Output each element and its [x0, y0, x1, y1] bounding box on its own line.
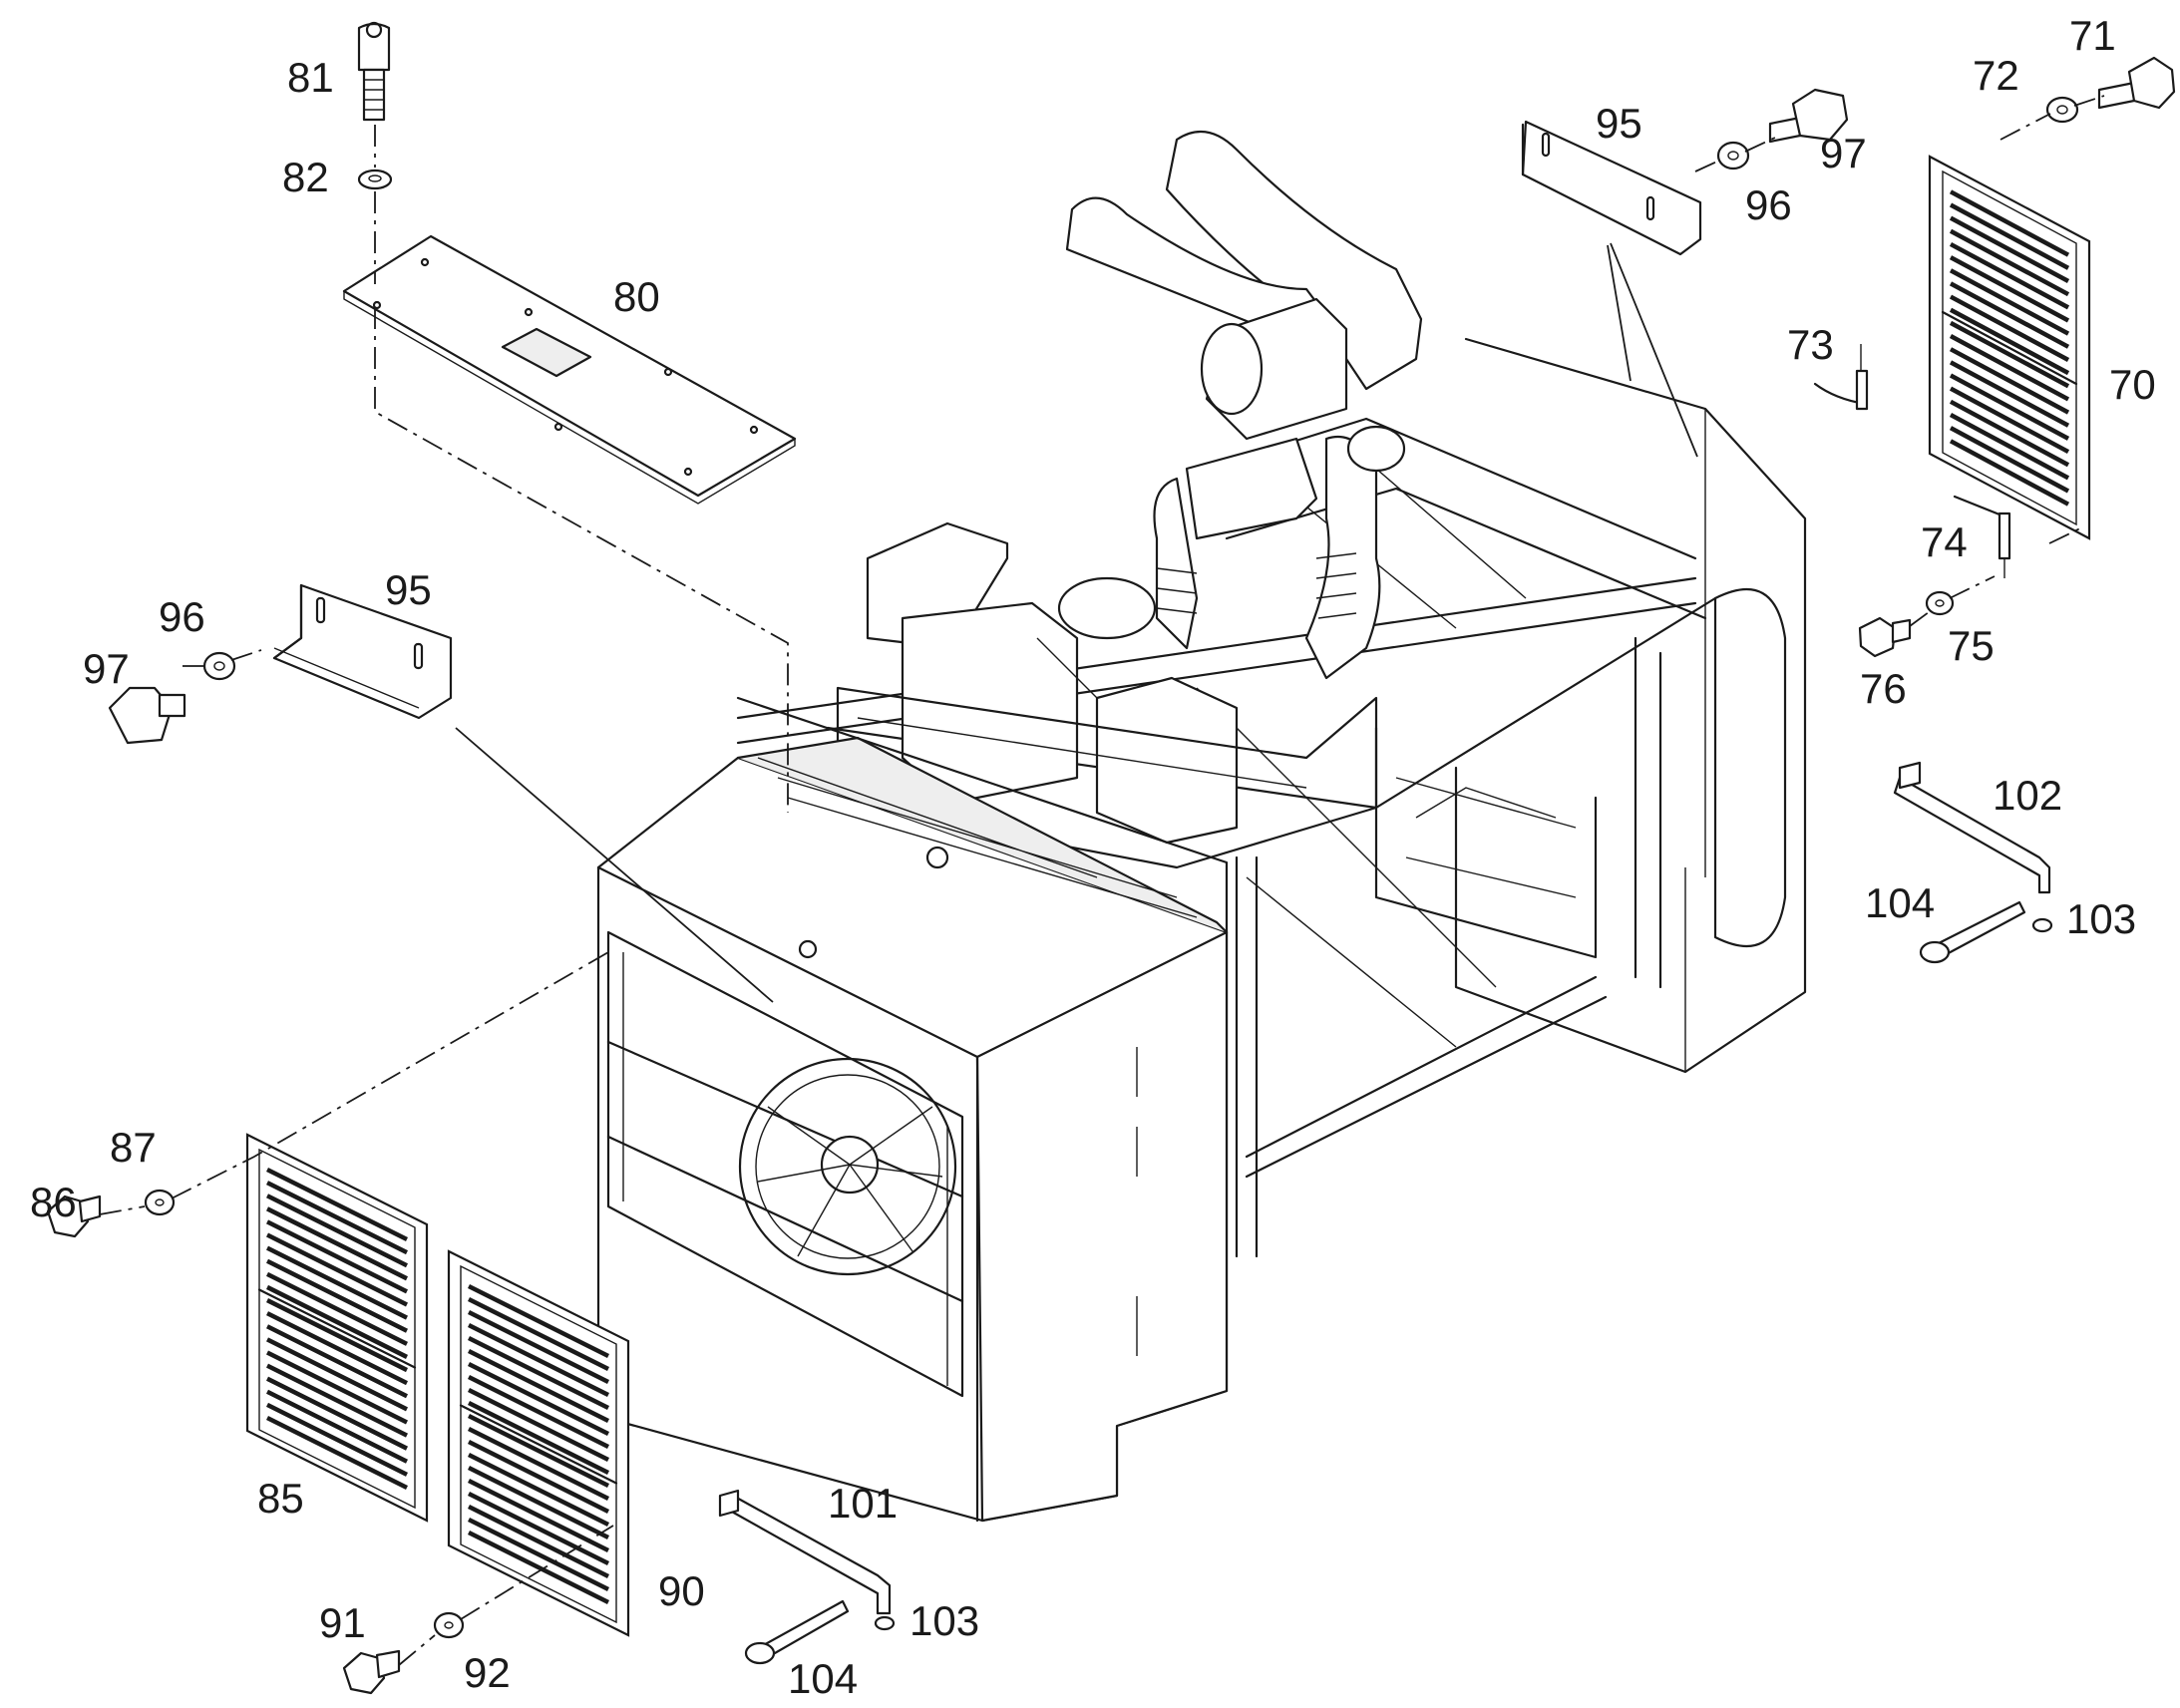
callout-101: 101 [828, 1480, 898, 1527]
callout-103-right: 103 [2066, 895, 2136, 942]
washer-75 [1925, 590, 1955, 616]
callout-104-right: 104 [1865, 879, 1935, 926]
callout-87: 87 [110, 1124, 157, 1171]
pin-74 [1953, 495, 2011, 578]
leader-lines [99, 95, 2105, 1666]
exhaust-pipes [1065, 130, 1423, 680]
callout-95-left: 95 [385, 566, 432, 613]
callout-70: 70 [2109, 361, 2156, 408]
grille-panel-90 [447, 1249, 630, 1637]
washer-92 [433, 1611, 465, 1639]
bolt-91 [342, 1649, 401, 1695]
strap-104-bottom [744, 1599, 850, 1665]
washer-96-left [202, 651, 236, 681]
pin-73 [1813, 344, 1869, 411]
washer-82 [357, 169, 393, 190]
callout-80: 80 [613, 273, 660, 320]
callout-102: 102 [1993, 772, 2062, 819]
bolt-97-right [1768, 88, 1849, 144]
radiator-enclosure [596, 696, 1229, 1523]
rod-102 [1893, 761, 2051, 894]
callout-91: 91 [319, 1599, 366, 1646]
nut-103-right [2031, 917, 2053, 933]
frame-rails [736, 576, 1717, 1258]
bracket-95-left [272, 583, 453, 720]
bolt-97-left [108, 686, 186, 745]
callout-82: 82 [282, 154, 329, 200]
engine-block [836, 521, 1378, 869]
callout-103-bottom: 103 [909, 1597, 979, 1644]
callout-92: 92 [464, 1649, 511, 1696]
callout-76: 76 [1860, 665, 1907, 712]
bolt-86 [46, 1195, 102, 1238]
callout-labels: 81 82 80 95 96 97 95 96 97 71 72 70 73 7… [30, 12, 2156, 1702]
callout-90: 90 [658, 1567, 705, 1614]
callout-97-left: 97 [83, 645, 130, 692]
callout-75: 75 [1948, 622, 1995, 669]
bolt-81 [357, 21, 391, 122]
callout-86: 86 [30, 1179, 77, 1225]
callout-85: 85 [257, 1475, 304, 1522]
callout-71: 71 [2069, 12, 2116, 59]
callout-96-left: 96 [159, 593, 205, 640]
callout-95-right: 95 [1596, 100, 1642, 147]
washer-72 [2045, 96, 2079, 124]
bracket-95-right [1521, 120, 1702, 256]
rod-101 [718, 1489, 892, 1615]
nut-103-bottom [874, 1615, 896, 1631]
grille-panel-85 [245, 1133, 429, 1523]
callout-72: 72 [1973, 52, 2019, 99]
strap-104-right [1919, 900, 2026, 964]
callout-96-right: 96 [1745, 181, 1792, 228]
callout-104-bottom: 104 [788, 1655, 858, 1702]
washer-87 [144, 1189, 176, 1216]
bolt-76 [1858, 616, 1912, 658]
top-cover-panel-80 [342, 234, 797, 505]
callout-74: 74 [1921, 518, 1968, 565]
callout-97-right: 97 [1820, 130, 1867, 176]
bolt-71 [2097, 56, 2176, 110]
washer-96-right [1716, 141, 1750, 171]
callout-81: 81 [287, 54, 334, 101]
callout-73: 73 [1787, 321, 1834, 368]
grille-panel-70 [1928, 155, 2091, 540]
rear-enclosure-frame [1205, 337, 1807, 1074]
